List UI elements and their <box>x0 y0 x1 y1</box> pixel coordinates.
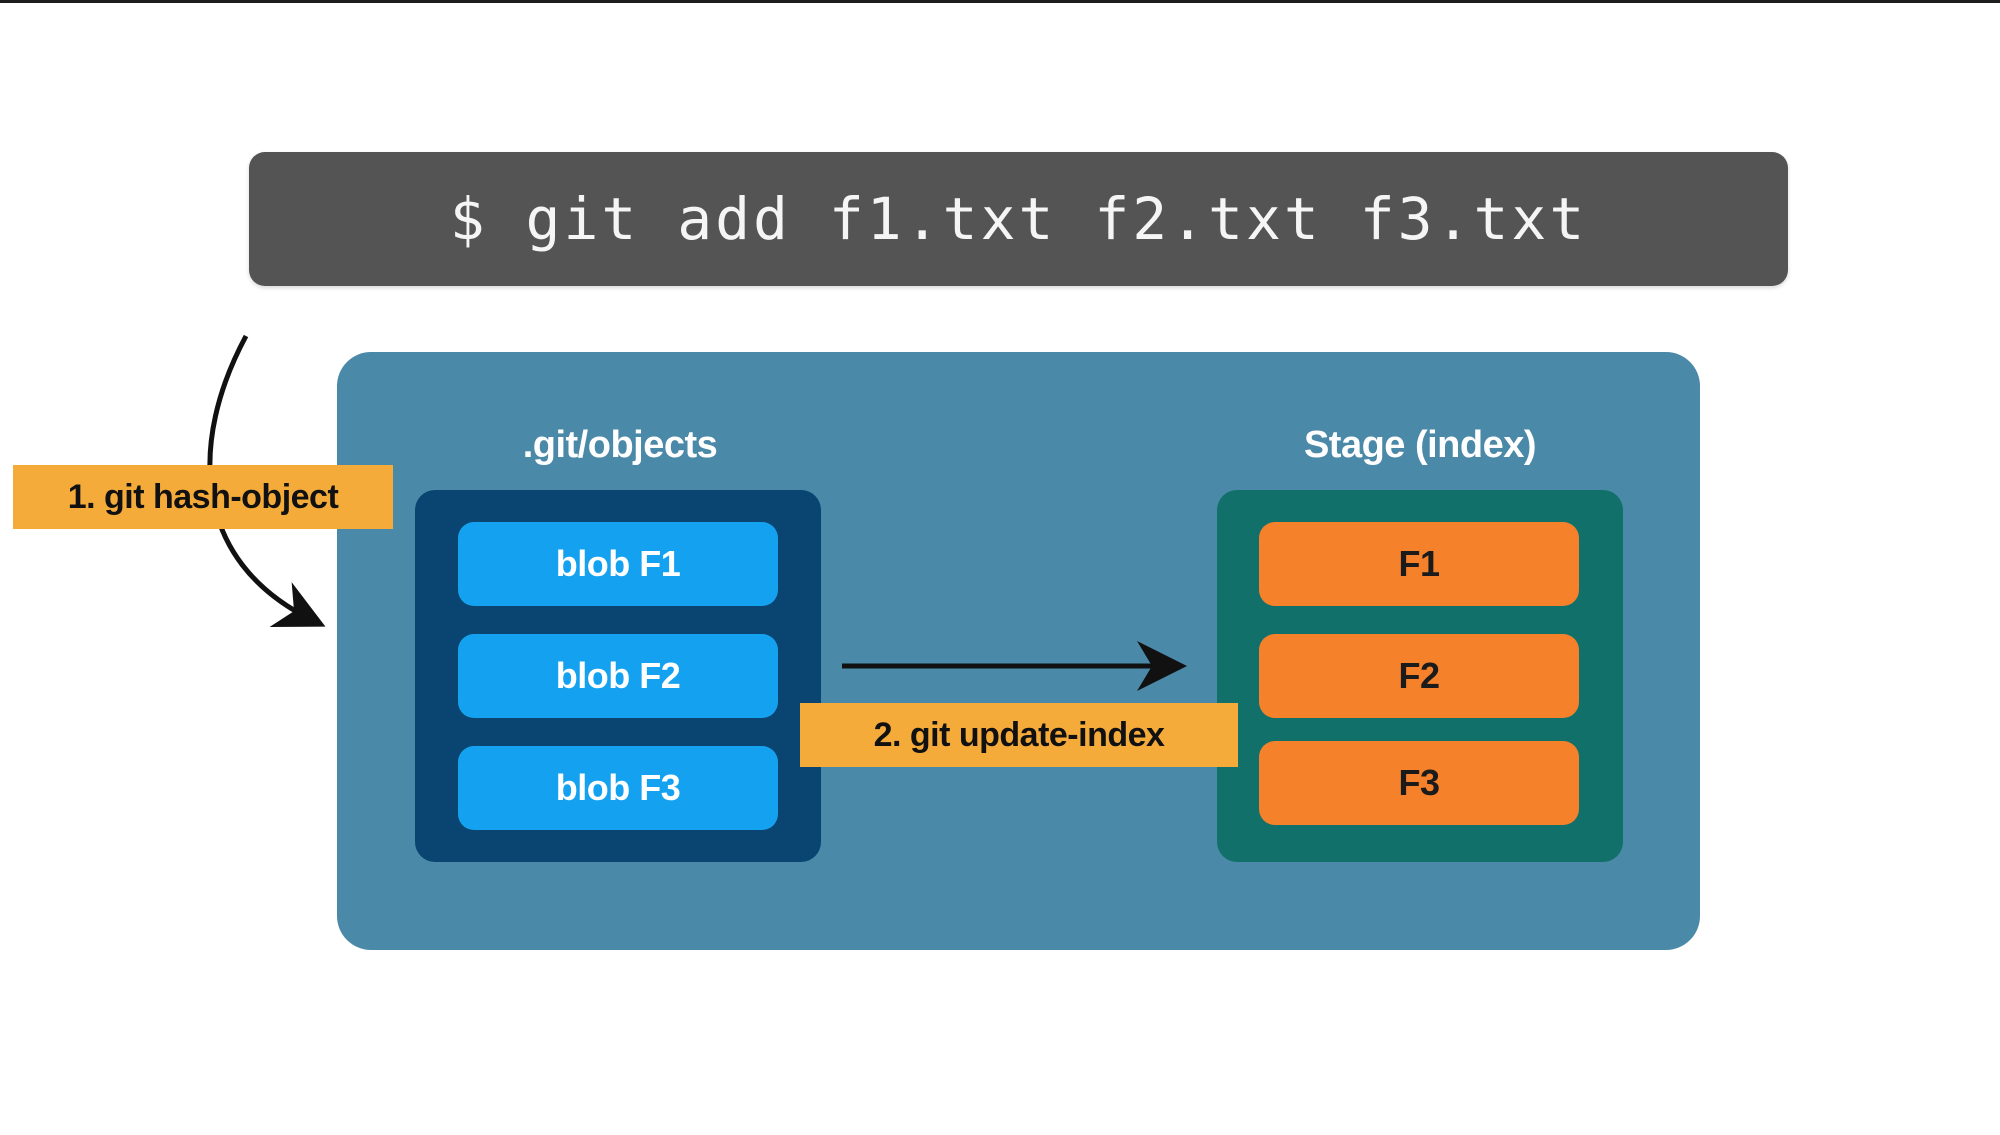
step-hash-object-label: 1. git hash-object <box>13 465 393 529</box>
objects-store: blob F1 blob F2 blob F3 <box>415 490 821 862</box>
top-rule <box>0 0 2000 3</box>
stage-index: F1 F2 F3 <box>1217 490 1623 862</box>
blob-item: blob F1 <box>458 522 778 606</box>
blob-item: blob F3 <box>458 746 778 830</box>
command-text: $ git add f1.txt f2.txt f3.txt <box>449 185 1588 253</box>
blob-item: blob F2 <box>458 634 778 718</box>
command-bar: $ git add f1.txt f2.txt f3.txt <box>249 152 1788 286</box>
step-update-index-label: 2. git update-index <box>800 703 1238 767</box>
staged-file: F1 <box>1259 522 1579 606</box>
staged-file: F3 <box>1259 741 1579 825</box>
objects-title: .git/objects <box>522 424 718 466</box>
staged-file: F2 <box>1259 634 1579 718</box>
stage-title: Stage (index) <box>1303 424 1537 466</box>
